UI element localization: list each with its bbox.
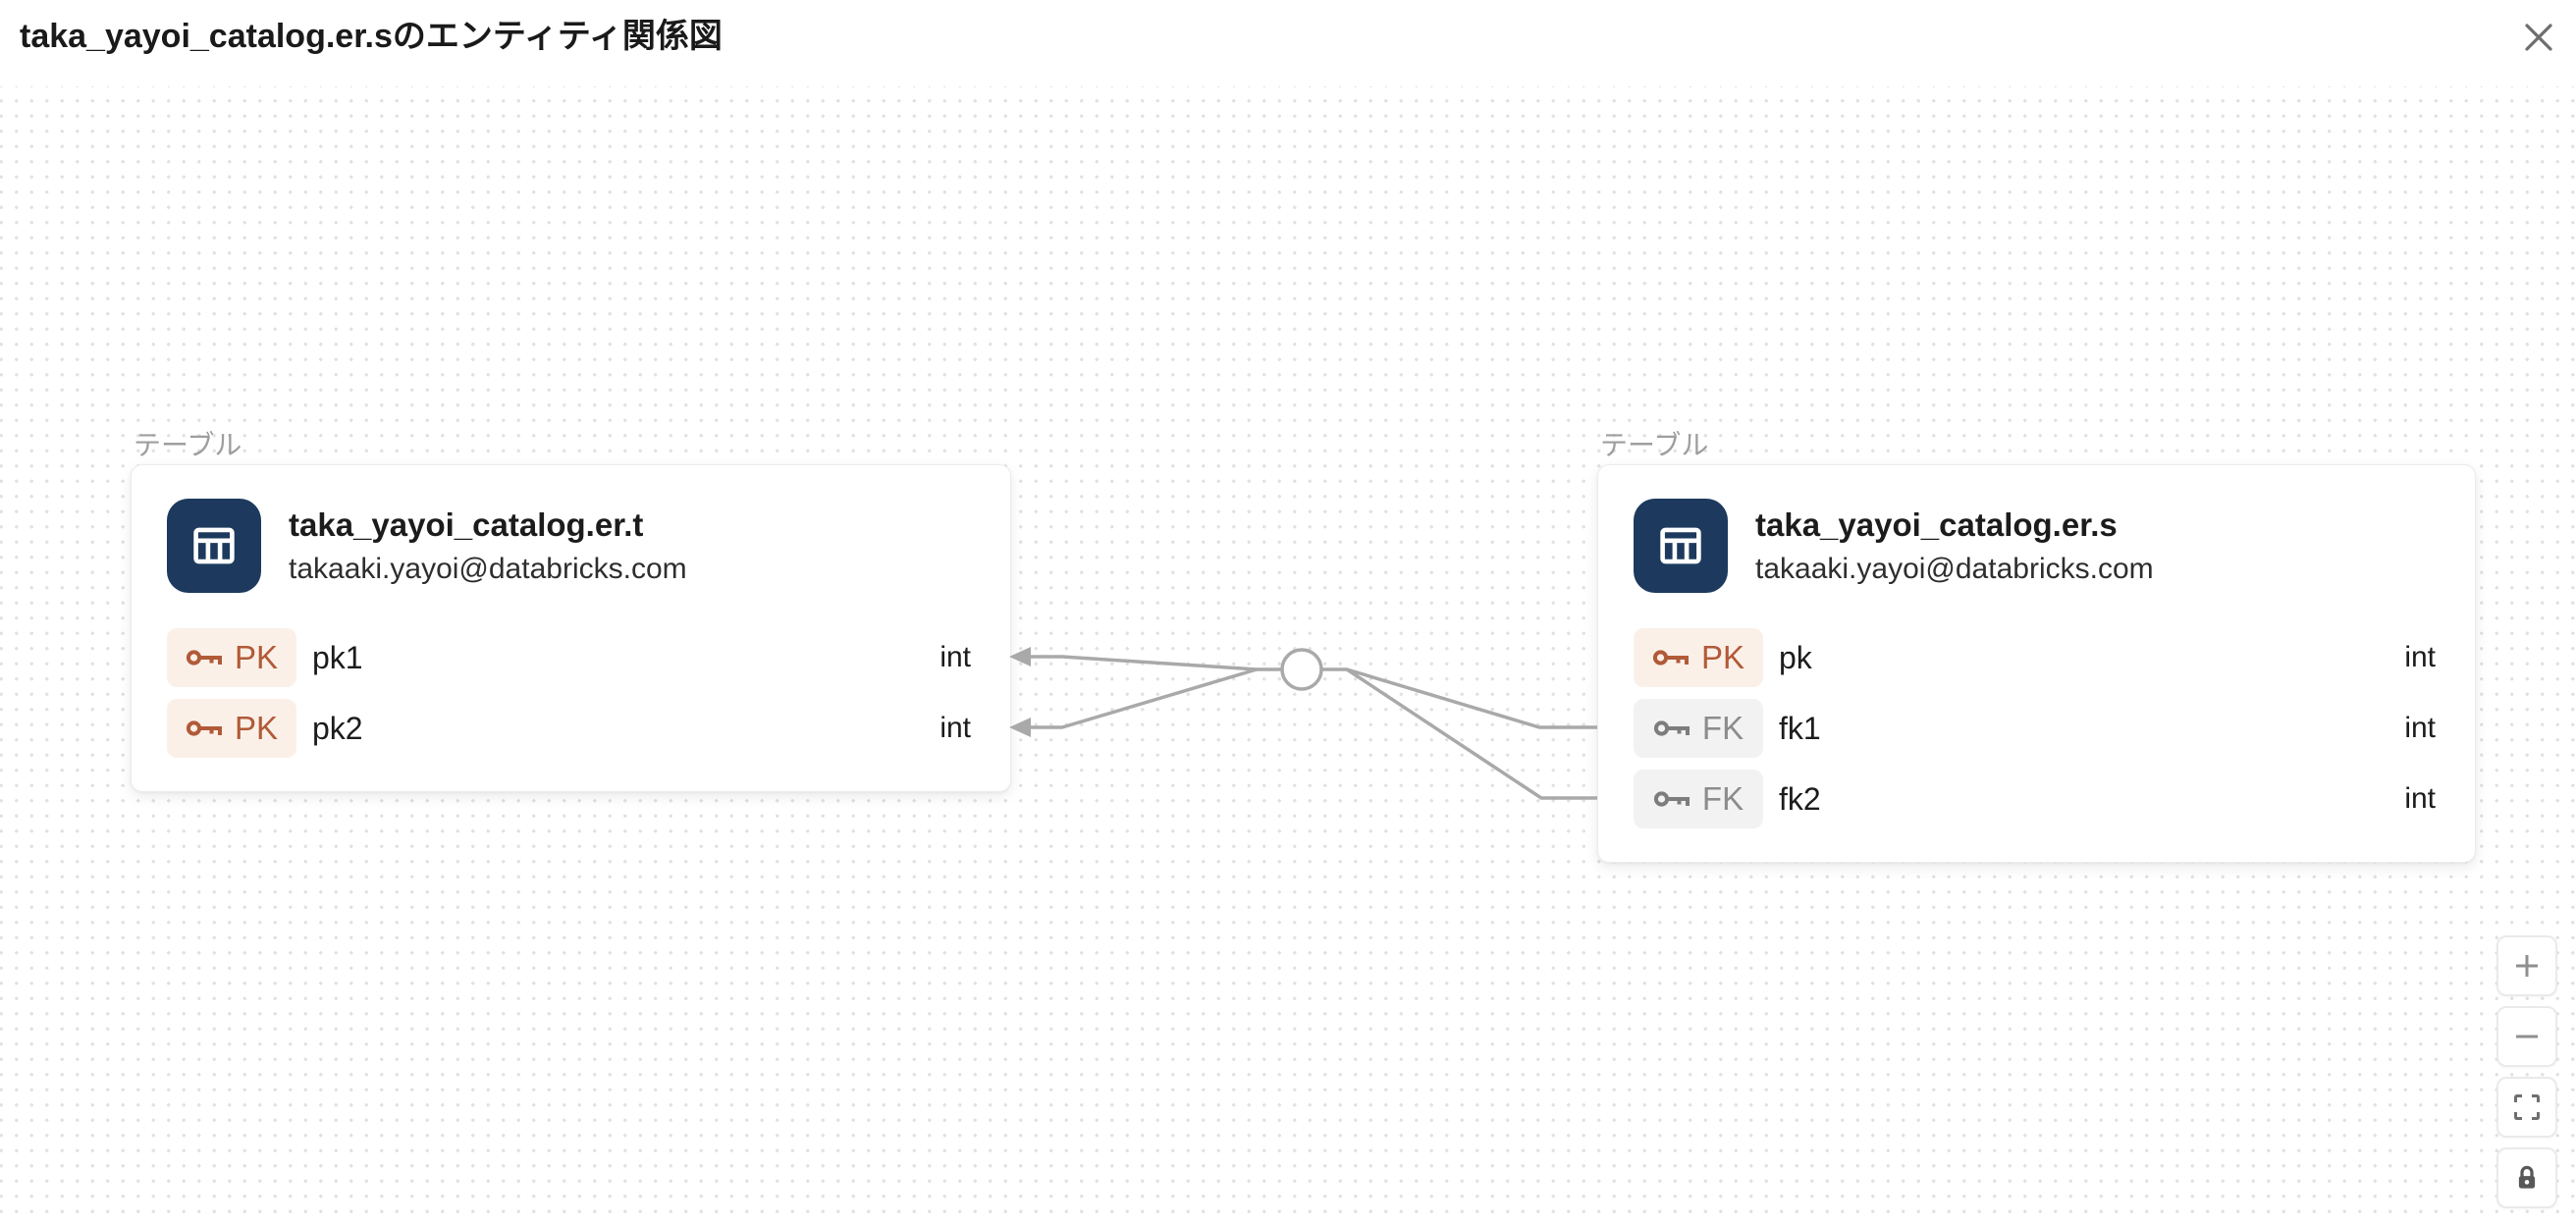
badge-label: FK [1701,780,1744,817]
badge-label: PK [234,710,279,746]
column-row-fk2: FK fk2 int [1634,770,2440,828]
column-name: pk1 [312,639,363,675]
badge-label: FK [1701,710,1744,746]
table-icon [167,499,261,593]
column-name: fk2 [1779,780,1821,817]
table-owner: takaaki.yayoi@databricks.com [1755,553,2154,586]
close-icon [2525,24,2552,51]
plus-icon [2516,955,2538,977]
lock-icon [2518,1165,2536,1189]
table-node-er-t[interactable]: taka_yayoi_catalog.er.t takaaki.yayoi@da… [131,464,1011,792]
key-icon [186,719,222,736]
badge-label: PK [1700,639,1745,675]
fit-view-icon [2514,1094,2540,1120]
column-type: int [939,712,971,744]
fk-badge: FK [1634,770,1763,828]
pk-badge: PK [167,699,296,758]
column-type: int [2404,782,2436,815]
column-row-pk2: PK pk2 int [167,699,975,758]
key-icon [1653,719,1690,736]
column-row-pk1: PK pk1 int [167,628,975,687]
column-type: int [2404,712,2436,744]
table-name: taka_yayoi_catalog.er.t [289,506,644,543]
fk-badge: FK [1634,699,1763,758]
table-node-er-s[interactable]: taka_yayoi_catalog.er.s takaaki.yayoi@da… [1597,464,2476,863]
pk-badge: PK [1634,628,1763,687]
canvas-controls [2496,935,2557,1208]
lock-button[interactable] [2496,1147,2557,1208]
pk-badge: PK [167,628,296,687]
zoom-out-button[interactable] [2496,1006,2557,1067]
column-name: fk1 [1779,710,1821,746]
column-list: PK pk1 int PK pk2 int [167,628,975,758]
column-type: int [2404,641,2436,673]
zoom-in-button[interactable] [2496,935,2557,996]
key-icon [1653,790,1690,807]
column-list: PK pk int FK fk1 int [1634,628,2440,828]
table-icon [1634,499,1728,593]
modal-title: taka_yayoi_catalog.er.sのエンティティ関係図 [20,18,723,55]
fit-view-button[interactable] [2496,1077,2557,1138]
minus-icon [2516,1035,2538,1039]
badge-label: PK [234,639,279,675]
table-node-header: taka_yayoi_catalog.er.s takaaki.yayoi@da… [1634,499,2440,593]
key-icon [1652,649,1689,666]
node-type-label-right: テーブル [1600,430,1709,460]
table-name: taka_yayoi_catalog.er.s [1755,506,2118,543]
close-button[interactable] [2515,14,2562,61]
table-owner: takaaki.yayoi@databricks.com [289,553,687,586]
key-icon [186,649,222,666]
column-row-pk: PK pk int [1634,628,2440,687]
column-name: pk [1779,639,1812,675]
node-type-label-left: テーブル [134,430,242,460]
column-name: pk2 [312,710,363,746]
column-type: int [939,641,971,673]
column-row-fk1: FK fk1 int [1634,699,2440,758]
table-node-header: taka_yayoi_catalog.er.t takaaki.yayoi@da… [167,499,975,593]
